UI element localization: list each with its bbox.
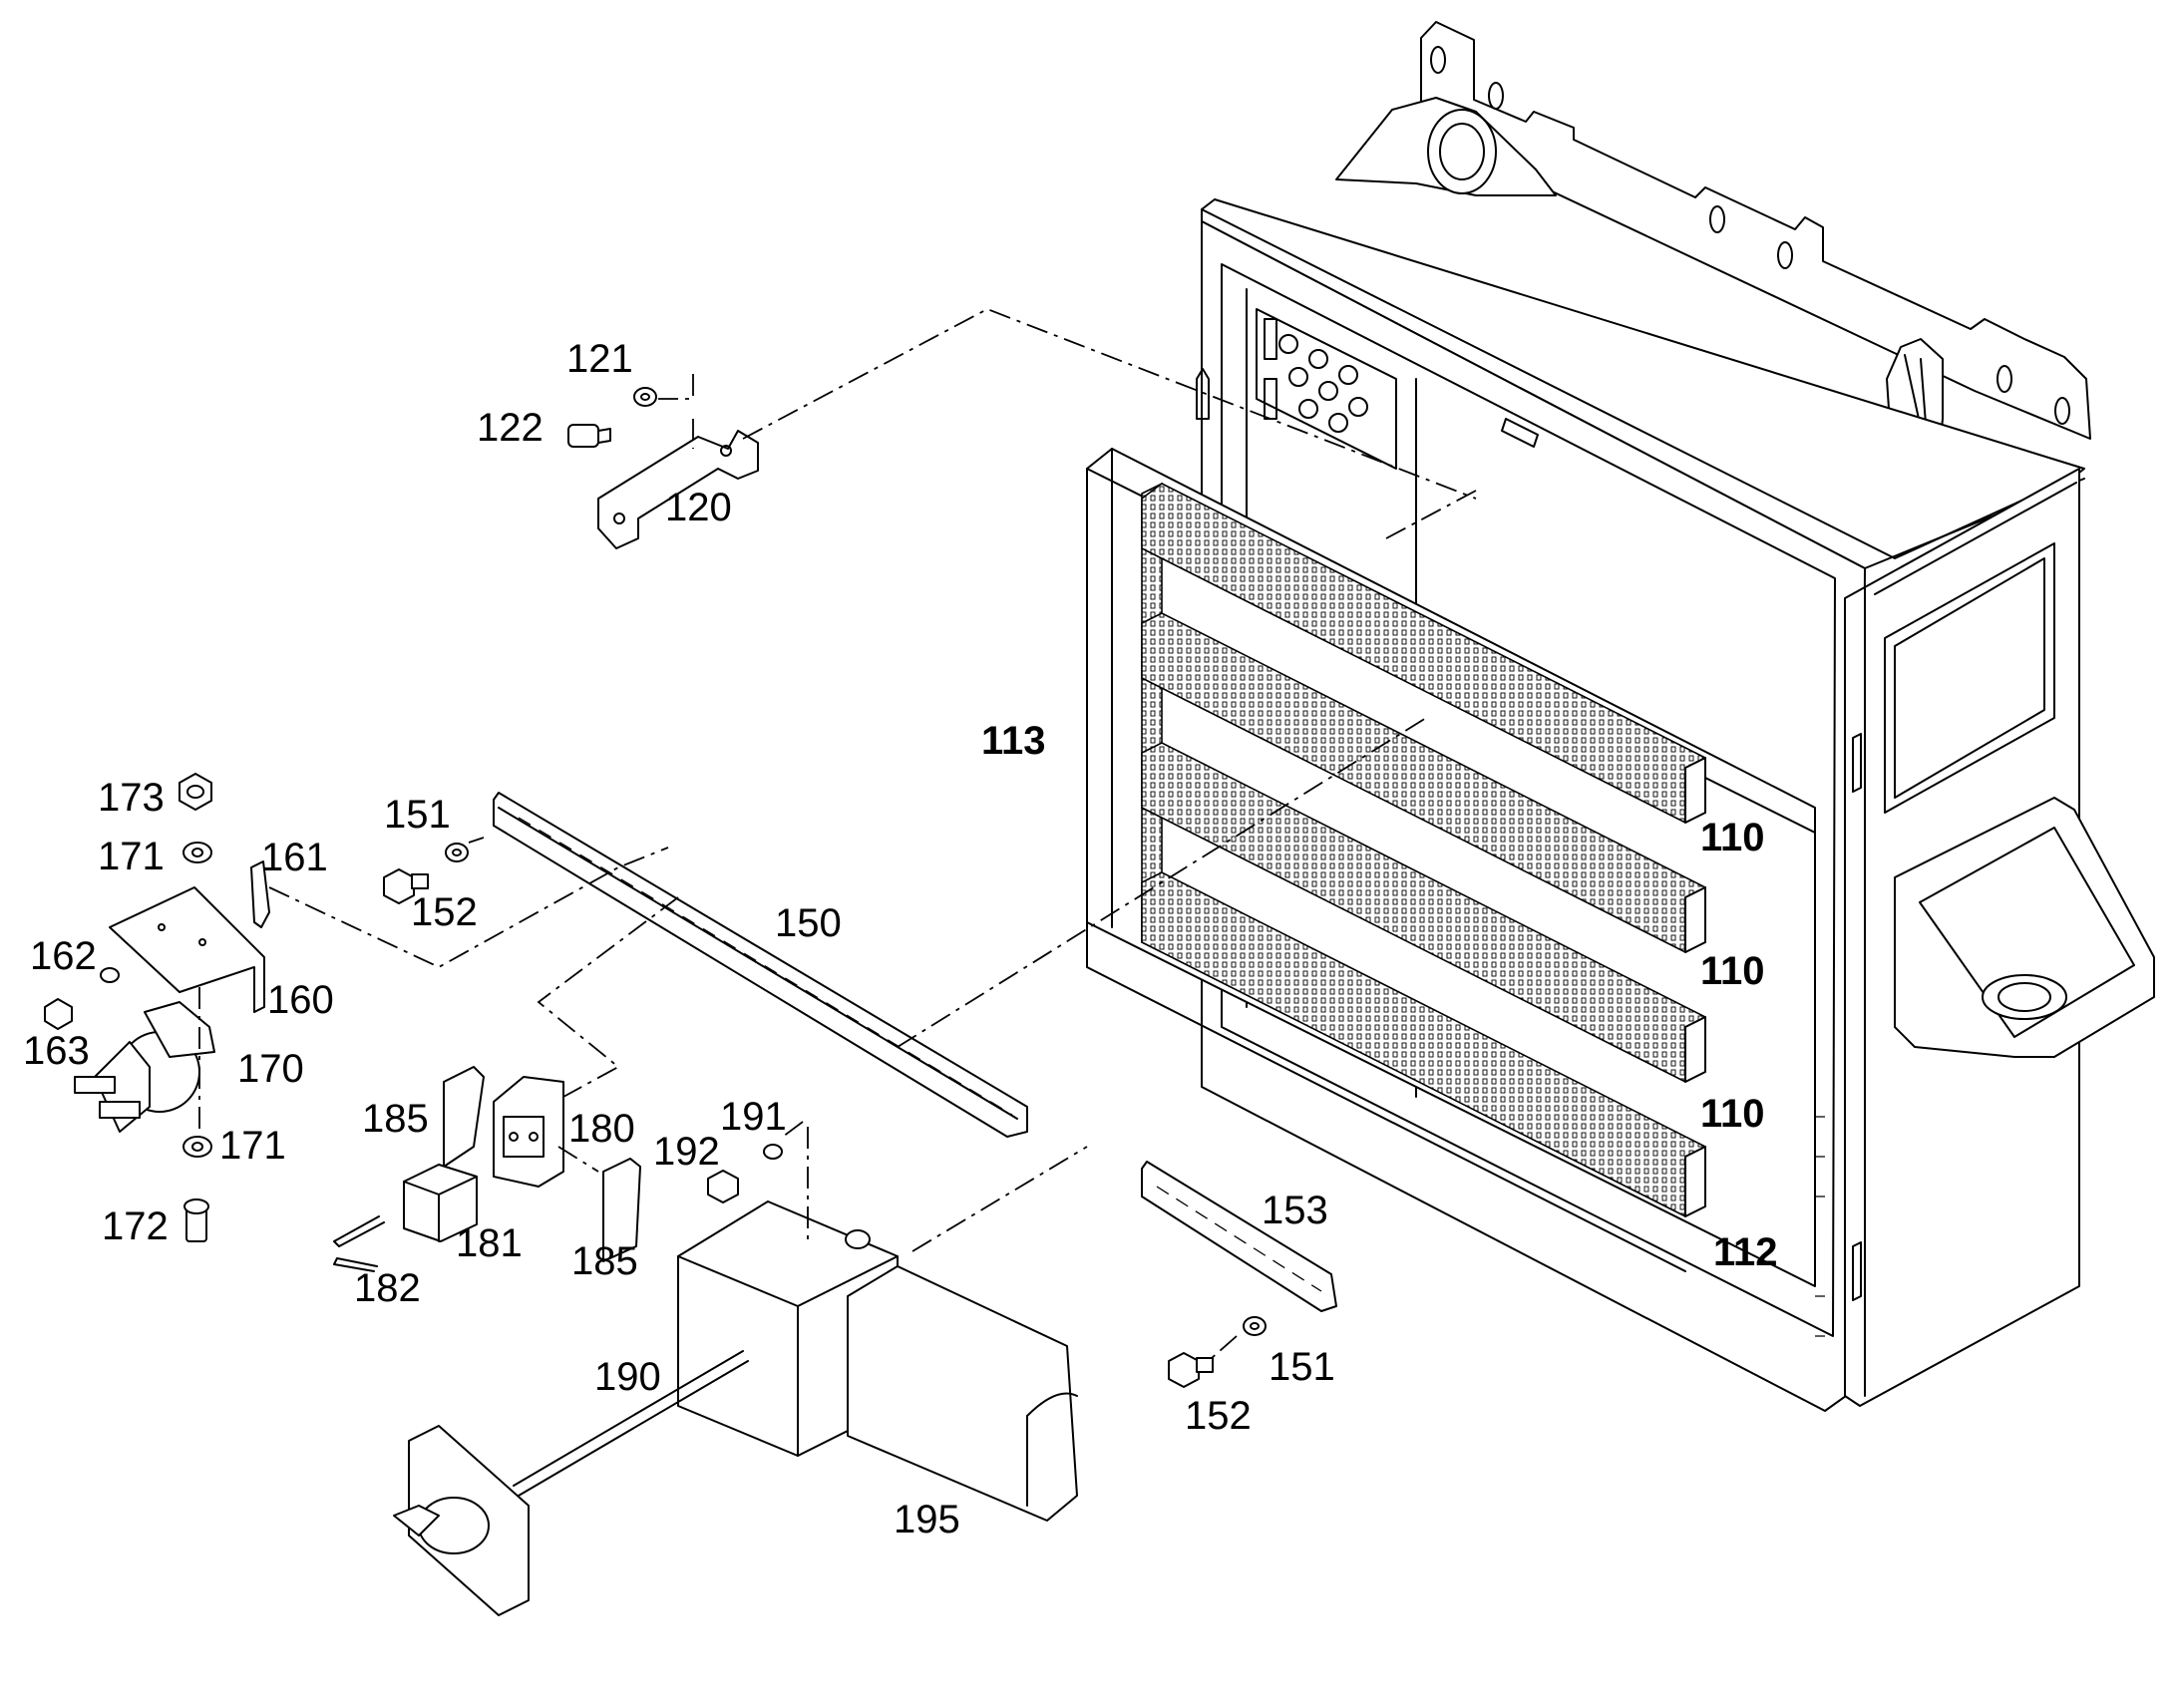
relay-assembly: [333, 1066, 641, 1272]
callout-110-a: 110: [1700, 816, 1765, 859]
mounting-bracket-120: [567, 387, 759, 549]
callout-153: 153: [1262, 1189, 1328, 1232]
callout-191: 191: [720, 1095, 787, 1139]
callout-160: 160: [267, 978, 334, 1022]
callout-185-a: 185: [362, 1097, 429, 1141]
callout-151-a: 151: [384, 793, 451, 837]
callout-120: 120: [665, 486, 732, 529]
callout-152-b: 152: [1185, 1394, 1252, 1438]
din-rail-153: [1141, 1161, 1337, 1388]
assembly-reference-lines: [198, 308, 1477, 1359]
callout-151-b: 151: [1269, 1345, 1335, 1389]
callout-171-top: 171: [98, 835, 165, 878]
gearbox-drive: [393, 1144, 1078, 1616]
callout-185-b: 185: [571, 1239, 638, 1283]
callout-labels: 121 122 120 113 110 110 110 112 173 171 …: [23, 337, 1778, 1541]
callout-122: 122: [477, 406, 544, 450]
callout-190: 190: [594, 1355, 661, 1399]
callout-195: 195: [894, 1498, 960, 1541]
callout-162: 162: [30, 934, 97, 978]
callout-192: 192: [653, 1130, 720, 1174]
callout-112: 112: [1713, 1230, 1778, 1274]
callout-180: 180: [568, 1107, 635, 1151]
callout-173: 173: [98, 776, 165, 820]
switch-assembly: [44, 773, 270, 1242]
callout-161: 161: [261, 836, 328, 879]
callout-152-a: 152: [411, 890, 478, 934]
callout-163: 163: [23, 1029, 90, 1073]
callout-113: 113: [981, 719, 1046, 763]
cable-duct-frame: [1086, 448, 1816, 1287]
callout-150: 150: [775, 901, 842, 945]
callout-172: 172: [102, 1204, 169, 1248]
callout-182: 182: [354, 1266, 421, 1310]
callout-121: 121: [566, 337, 633, 381]
callout-171-bottom: 171: [219, 1124, 286, 1168]
callout-110-c: 110: [1700, 1092, 1765, 1136]
callout-181: 181: [456, 1221, 523, 1265]
callout-170: 170: [237, 1047, 304, 1091]
callout-110-b: 110: [1700, 949, 1765, 993]
din-rail-150: [383, 792, 1028, 1138]
